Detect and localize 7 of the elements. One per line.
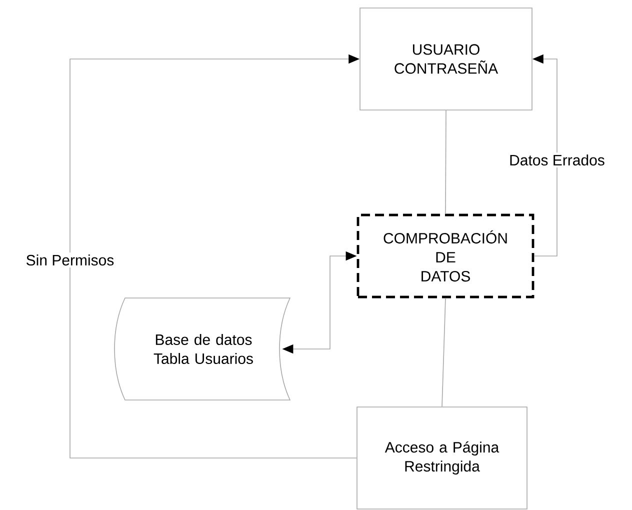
connector-line [442,298,446,407]
edge-label: Sin Permisos [24,252,116,268]
decision-box: COMPROBACIÓN DE DATOS [356,214,534,298]
edge-label: Datos Errados [507,152,607,168]
process-box: USUARIO CONTRASEÑA [360,8,532,110]
connector-line [445,110,446,214]
process-box: Acceso a Página Restringida [356,406,528,510]
